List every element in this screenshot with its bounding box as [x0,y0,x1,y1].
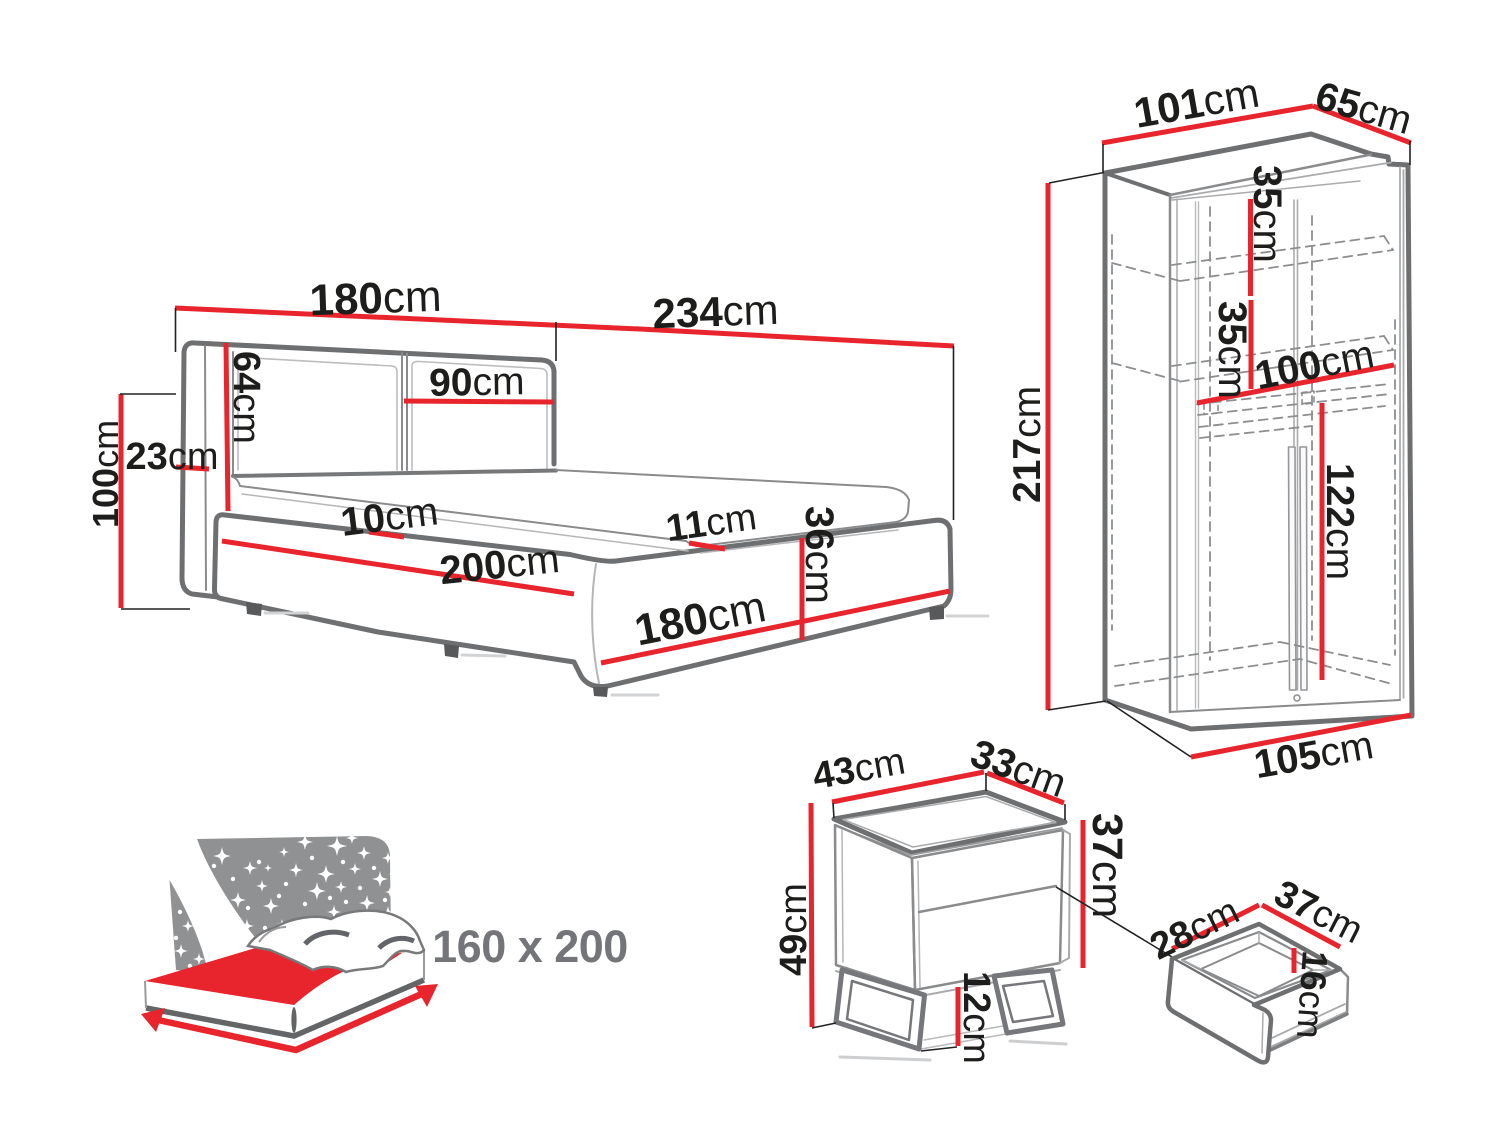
svg-text:100cm: 100cm [85,420,126,528]
svg-text:160 x 200: 160 x 200 [432,921,628,972]
svg-text:43cm: 43cm [810,740,909,798]
svg-text:37cm: 37cm [1083,813,1131,918]
svg-text:180cm: 180cm [309,272,443,326]
svg-text:35cm: 35cm [1245,165,1289,263]
svg-text:90cm: 90cm [429,360,525,405]
svg-text:217cm: 217cm [1006,386,1049,503]
svg-text:36cm: 36cm [797,506,841,604]
svg-text:16cm: 16cm [1289,949,1336,1040]
svg-text:122cm: 122cm [1318,463,1361,580]
svg-text:23cm: 23cm [126,436,219,478]
svg-text:49cm: 49cm [773,883,815,976]
svg-text:234cm: 234cm [652,286,780,337]
svg-text:64cm: 64cm [225,351,267,444]
svg-text:12cm: 12cm [955,971,997,1064]
svg-text:35cm: 35cm [1210,301,1254,399]
